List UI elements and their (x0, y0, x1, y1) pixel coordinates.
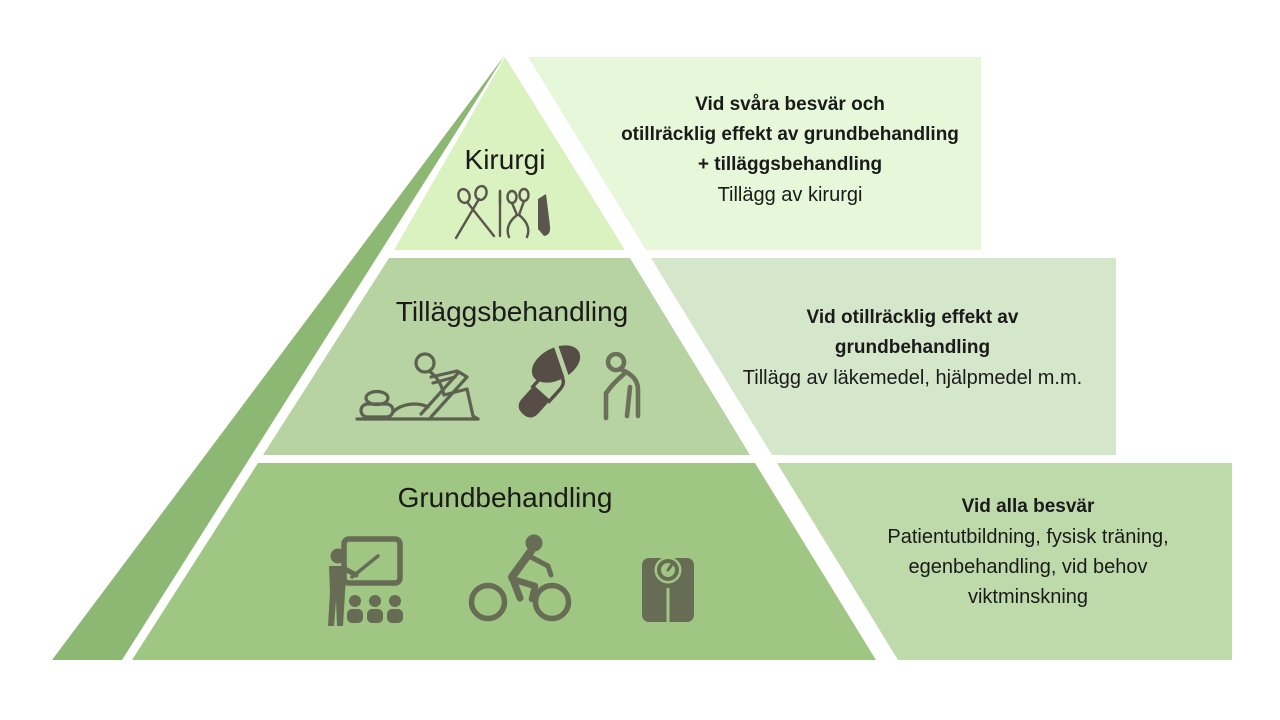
note-text-tillaggsbehandling: Vid otillräcklig effekt av grundbehandli… (705, 303, 1120, 393)
note-line: otillräcklig effekt av grundbehandling (621, 124, 959, 145)
weight-scale-icon (642, 556, 694, 622)
note-line: viktminskning (967, 586, 1089, 608)
surgical-tools-icon (454, 184, 551, 240)
note-text-grundbehandling: Vid alla besvär Patientutbildning, fysis… (833, 492, 1223, 612)
note-line: Tillägg av läkemedel, hjälpmedel m.m. (742, 367, 1083, 389)
tier-label-grundbehandling: Grundbehandling (397, 482, 613, 513)
patient-education-icon (328, 536, 403, 626)
note-line: Patientutbildning, fysisk träning, (887, 526, 1169, 548)
note-line: grundbehandling (834, 337, 991, 358)
note-box-kirurgi (528, 57, 981, 250)
note-line: Vid svåra besvär och (695, 94, 885, 115)
note-text-kirurgi: Vid svåra besvär och otillräcklig effekt… (605, 90, 975, 210)
note-box-tillaggsbehandling (651, 258, 1116, 455)
cyclist-icon (468, 534, 572, 622)
note-line: Vid alla besvär (961, 496, 1095, 517)
note-box-grundbehandling (777, 463, 1232, 660)
tier-kirurgi-shape (394, 57, 625, 250)
person-with-cane-icon (603, 351, 641, 421)
note-line: Tillägg av kirurgi (717, 184, 863, 206)
tier-label-kirurgi: Kirurgi (464, 144, 546, 175)
physiotherapy-icon (355, 352, 480, 421)
note-line: egenbehandling, vid behov (908, 556, 1148, 578)
note-line: + tilläggsbehandling (697, 154, 883, 175)
pills-icon (518, 342, 581, 418)
note-line: Vid otillräcklig effekt av (806, 307, 1019, 328)
tier-label-tillaggsbehandling: Tilläggsbehandling (395, 296, 629, 327)
pyramid-left-edge-stripe (52, 55, 505, 660)
